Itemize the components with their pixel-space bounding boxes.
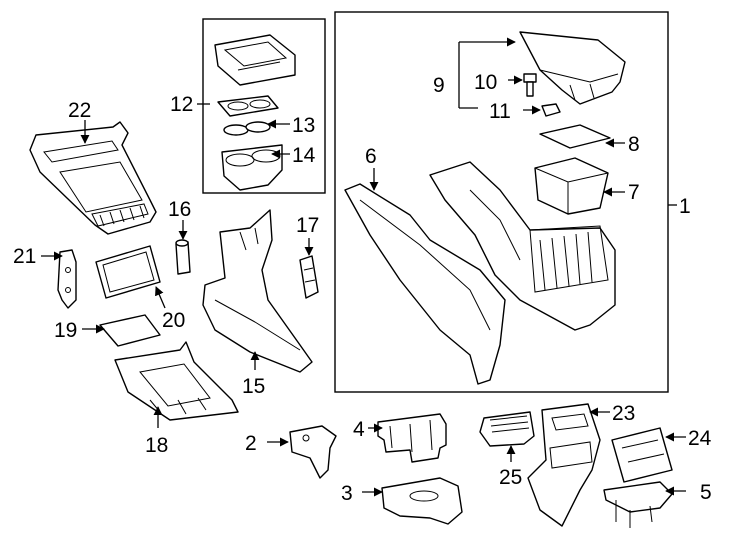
leader-20 <box>155 286 166 309</box>
callout-2: 2 <box>245 432 257 455</box>
callout-7: 7 <box>628 181 640 204</box>
assembly-box-1 <box>334 11 669 393</box>
callout-8: 8 <box>628 133 640 156</box>
callout-5: 5 <box>700 481 712 504</box>
callout-21: 21 <box>13 245 36 268</box>
part-15-side-panel[interactable] <box>202 209 313 373</box>
part-19-mat[interactable] <box>99 314 161 347</box>
part-11-clip[interactable] <box>541 103 561 117</box>
callout-25: 25 <box>499 466 522 489</box>
callout-11: 11 <box>489 100 511 123</box>
assembly-box-12 <box>202 18 326 194</box>
callout-10: 10 <box>474 71 497 94</box>
part-24-switch-panel[interactable] <box>611 427 673 483</box>
part-5-small-bracket[interactable] <box>603 481 673 528</box>
callout-9: 9 <box>433 74 445 97</box>
part-6-console-panel[interactable] <box>344 183 506 385</box>
part-9-armrest-lid[interactable] <box>519 31 626 105</box>
part-25-vent[interactable] <box>479 411 535 447</box>
part-17-clip-bracket[interactable] <box>299 255 319 299</box>
part-2-bracket[interactable] <box>289 425 337 479</box>
callout-24: 24 <box>688 427 712 450</box>
callout-13: 13 <box>292 114 315 137</box>
callout-15: 15 <box>242 375 265 398</box>
callout-18: 18 <box>145 434 168 457</box>
callout-1: 1 <box>679 195 691 218</box>
callout-16: 16 <box>168 198 191 221</box>
part-1-console-body[interactable] <box>429 161 616 331</box>
callout-22: 22 <box>68 99 91 122</box>
callout-20: 20 <box>162 309 185 332</box>
callout-3: 3 <box>341 482 353 505</box>
part-14-cup-holder[interactable] <box>221 144 283 191</box>
part-7-tray-box[interactable] <box>534 157 609 215</box>
part-12-holder-cover[interactable] <box>214 34 296 86</box>
part-21-bracket[interactable] <box>57 249 77 309</box>
callout-6: 6 <box>365 145 377 168</box>
part-10-bolt[interactable] <box>523 73 537 97</box>
callout-17: 17 <box>296 214 319 237</box>
callout-23: 23 <box>612 402 635 425</box>
part-18-lower-bracket[interactable] <box>114 341 239 421</box>
part-8-mat[interactable] <box>539 124 611 149</box>
callout-19: 19 <box>54 319 77 342</box>
callout-14: 14 <box>292 144 316 167</box>
part-23-rear-panel[interactable] <box>527 403 601 527</box>
part-22-console-trim[interactable] <box>29 121 157 235</box>
part-13-ring[interactable] <box>217 95 279 136</box>
callout-12: 12 <box>170 93 193 116</box>
part-4-bracket-frame[interactable] <box>377 413 447 463</box>
part-3-base-bracket[interactable] <box>381 477 463 525</box>
callout-4: 4 <box>353 418 365 441</box>
part-20-bezel[interactable] <box>95 245 161 299</box>
part-16-clip[interactable] <box>175 239 191 275</box>
